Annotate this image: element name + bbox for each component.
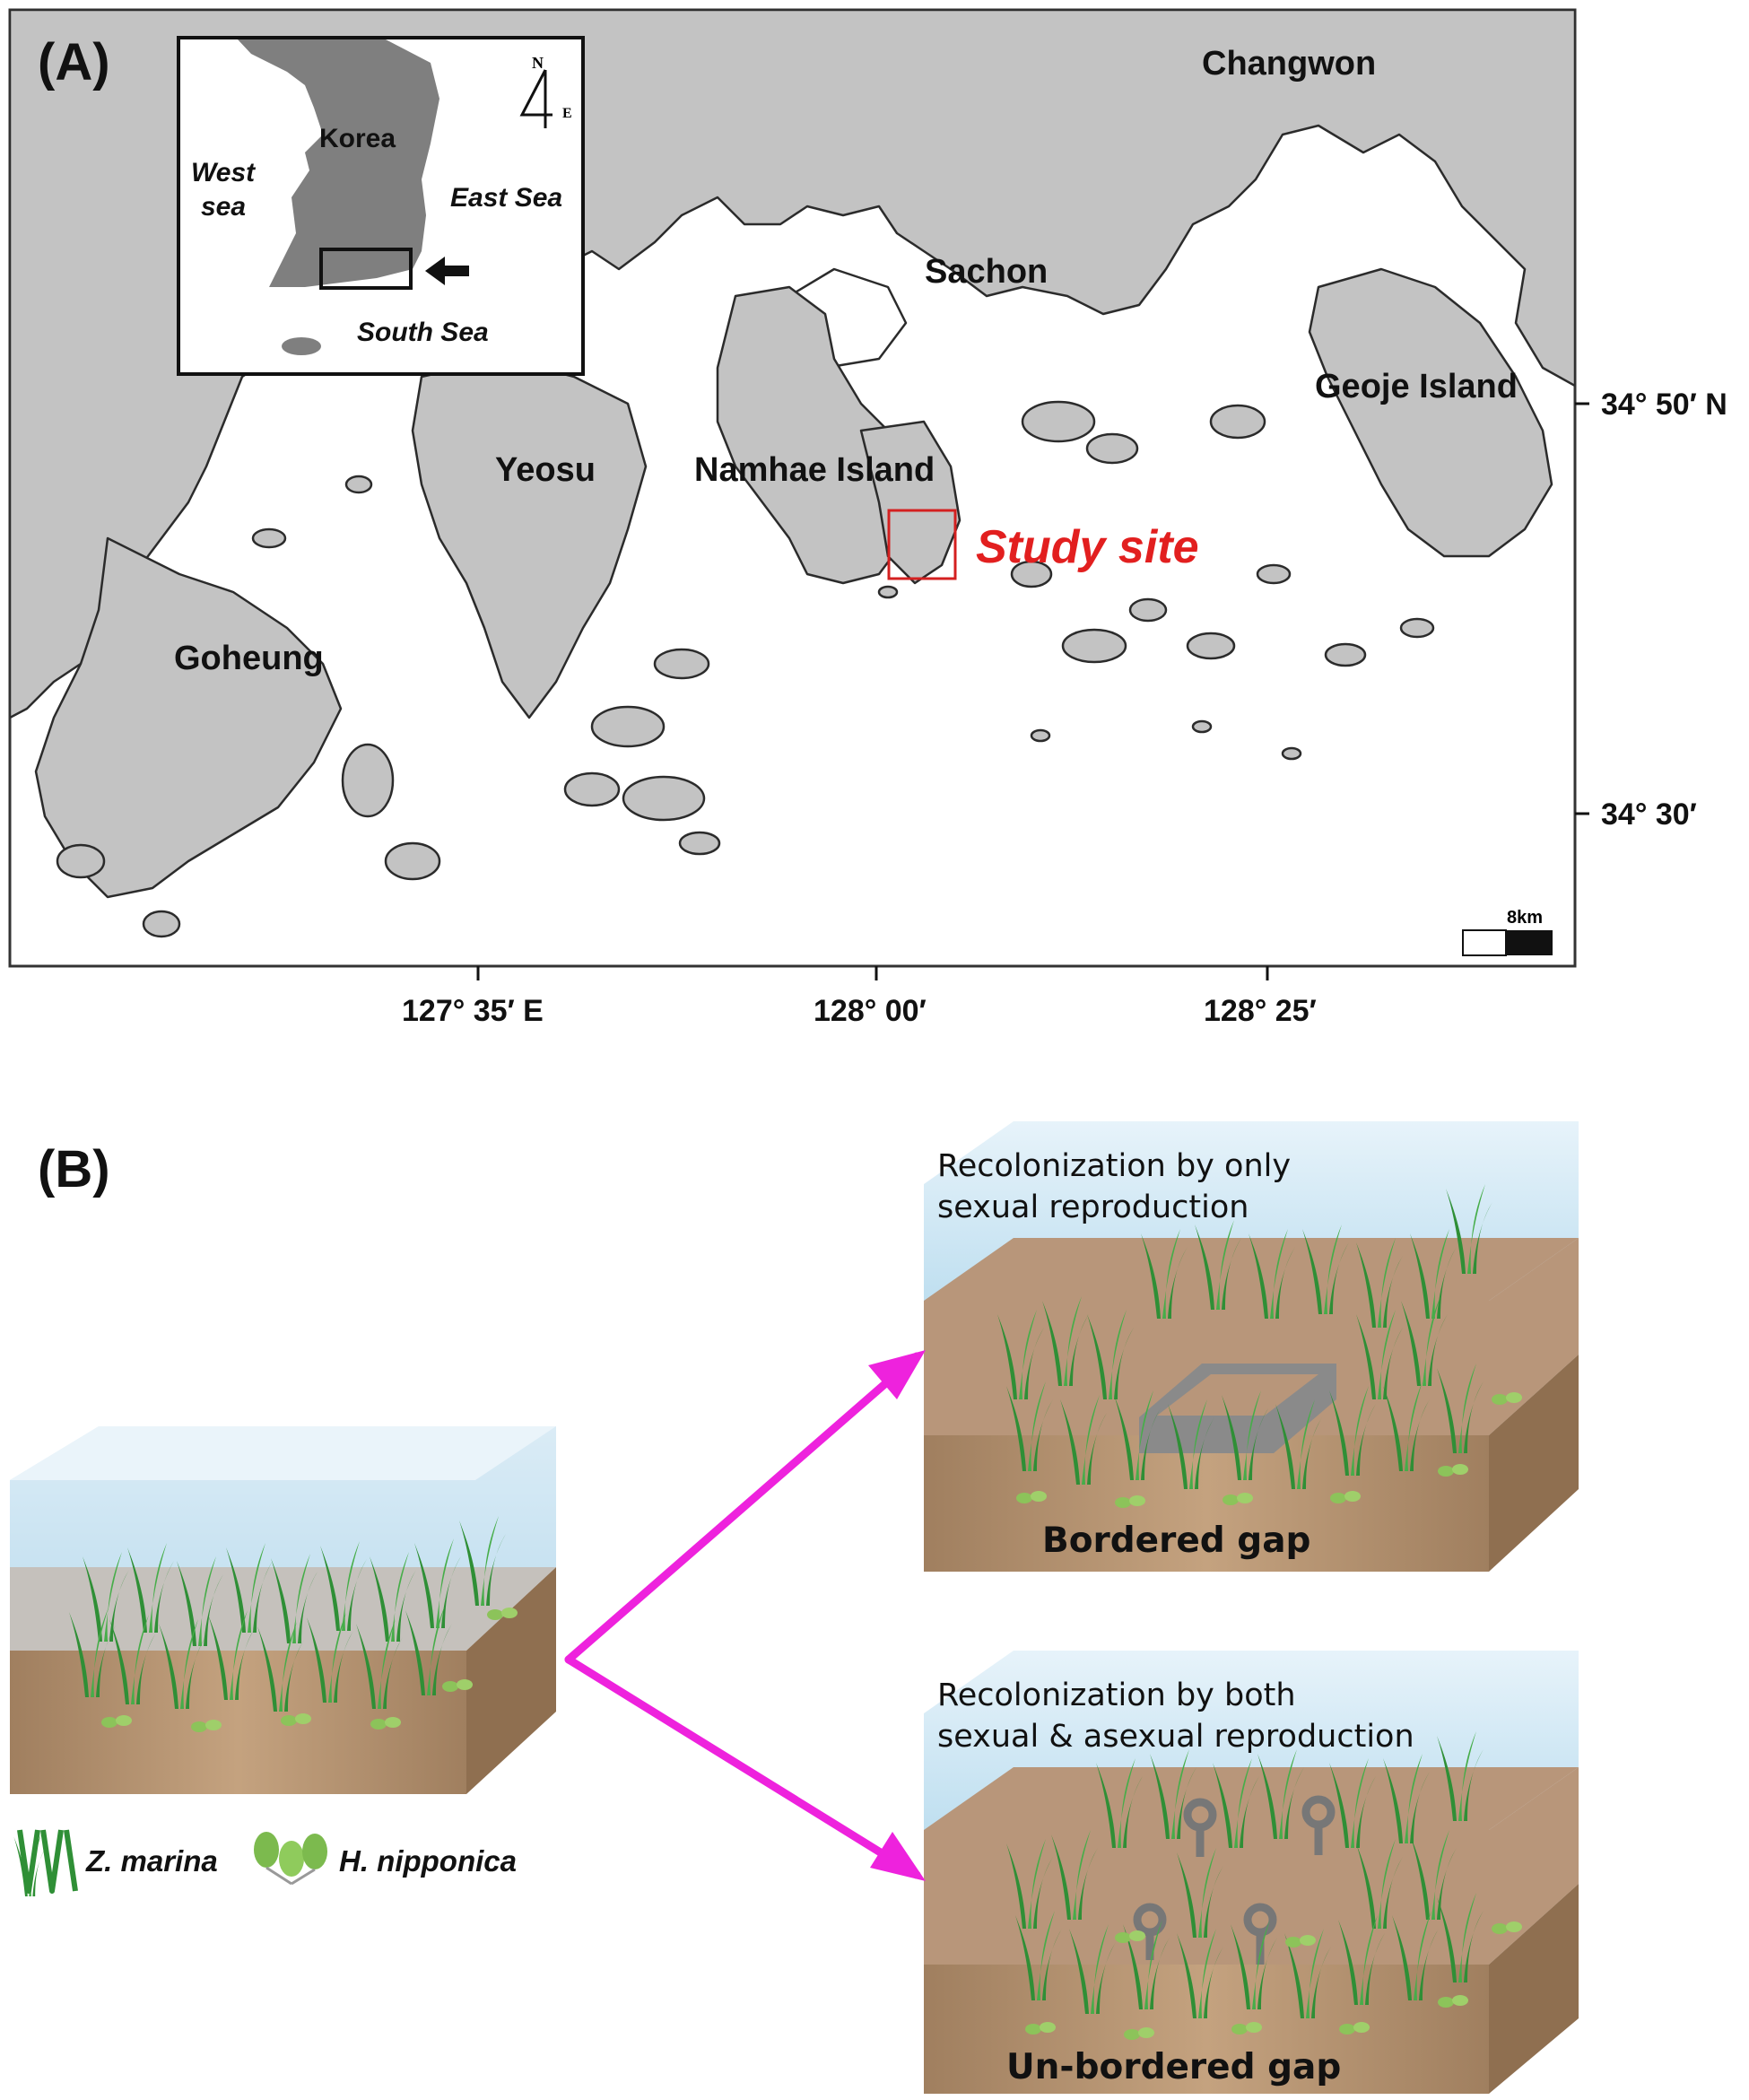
initial-meadow-block xyxy=(10,1426,556,1794)
geoje-island xyxy=(1308,267,1553,558)
korea-peninsula xyxy=(238,39,439,287)
inset-east-letter: E xyxy=(562,106,572,121)
label-yeosu: Yeosu xyxy=(495,451,596,489)
top-scenario-title-1: Recolonization by only xyxy=(937,1148,1292,1184)
bottom-scenario-title-1: Recolonization by both xyxy=(937,1677,1296,1713)
transition-arrows xyxy=(564,1352,921,1879)
yeosu-peninsula xyxy=(411,357,648,719)
bordered-gap-block xyxy=(924,1121,1579,1572)
north-arrow-icon xyxy=(519,69,553,128)
inset-label-korea: Korea xyxy=(319,124,396,153)
scale-label: 8km xyxy=(1507,908,1544,928)
arrow-head-top xyxy=(868,1350,926,1399)
label-changwon: Changwon xyxy=(1202,45,1377,83)
scale-bar-white xyxy=(1462,929,1507,956)
scale-bar-black xyxy=(1506,930,1553,955)
label-namhae: Namhae Island xyxy=(694,451,935,489)
lon-label-3: 128° 25′ xyxy=(1204,994,1317,1028)
arrow-head-bottom xyxy=(870,1832,926,1881)
panel-b-label: (B) xyxy=(38,1140,110,1198)
lat-label-1: 34° 50′ N xyxy=(1601,388,1727,422)
lon-label-1: 127° 35′ E xyxy=(402,994,544,1028)
halophila-legend-icon xyxy=(254,1832,327,1886)
top-scenario-title-2: sexual reproduction xyxy=(937,1189,1249,1225)
legend-halophila-label: H. nipponica xyxy=(339,1844,517,1878)
label-sachon: Sachon xyxy=(925,253,1049,291)
bordered-gap-label: Bordered gap xyxy=(1042,1521,1311,1561)
inset-label-west-2: sea xyxy=(201,192,247,222)
study-area-map xyxy=(8,8,1589,980)
study-site-box xyxy=(887,509,957,580)
inset-study-box xyxy=(319,248,413,290)
namhae-east xyxy=(859,420,962,585)
label-geoje: Geoje Island xyxy=(1315,368,1518,405)
unbordered-gap-label: Un-bordered gap xyxy=(1006,2047,1342,2087)
bottom-scenario-title-2: sexual & asexual reproduction xyxy=(937,1719,1414,1755)
inset-label-south-sea: South Sea xyxy=(357,318,489,347)
inset-label-west-1: West xyxy=(191,158,256,187)
inset-label-east-sea: East Sea xyxy=(450,183,563,213)
lon-label-2: 128° 00′ xyxy=(814,994,927,1028)
label-goheung: Goheung xyxy=(174,640,324,677)
panel-a-label: (A) xyxy=(38,33,110,91)
lat-label-2: 34° 30′ xyxy=(1601,797,1697,832)
namhae-island xyxy=(716,285,917,585)
label-study-site: Study site xyxy=(976,521,1199,573)
zostera-legend-icon xyxy=(13,1829,78,1896)
unbordered-gap-block xyxy=(924,1651,1579,2094)
legend-zostera-label: Z. marina xyxy=(86,1844,218,1878)
inset-arrow-icon xyxy=(425,257,469,285)
goheung-peninsula xyxy=(34,536,343,899)
inset-north-letter: N xyxy=(532,54,544,72)
